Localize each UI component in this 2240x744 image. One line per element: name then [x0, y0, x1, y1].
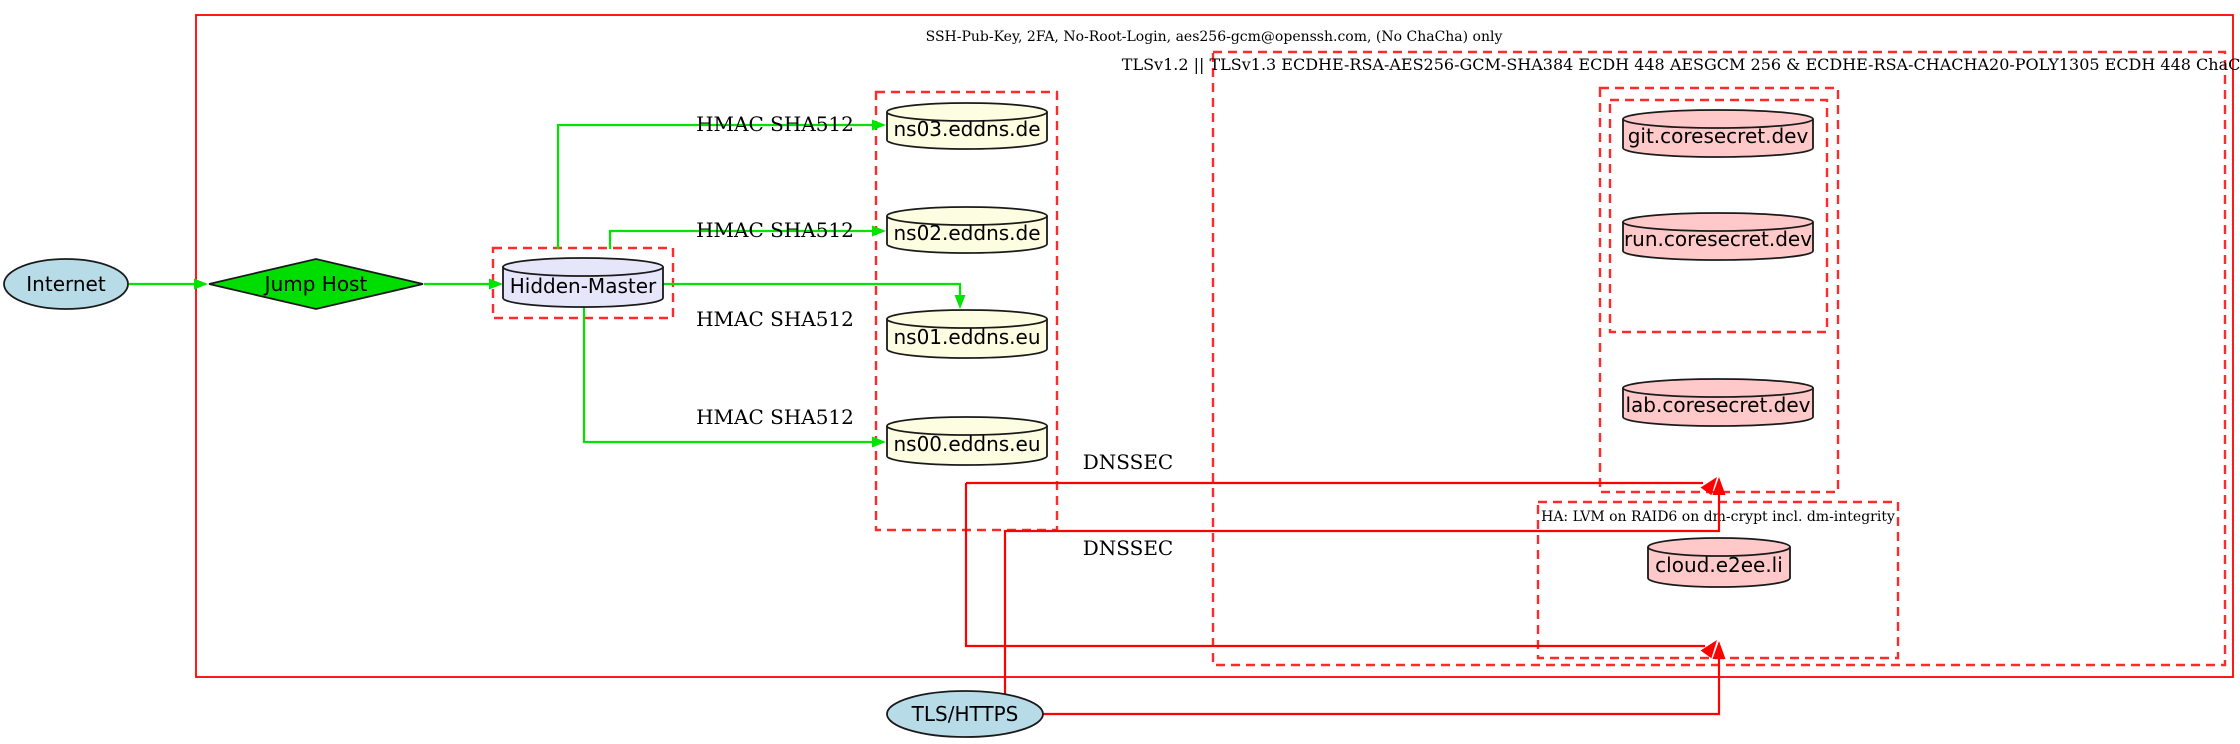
node-lab-label: lab.coresecret.dev: [1625, 393, 1810, 417]
edge-jumphost-hiddenmaster: [424, 278, 503, 290]
edge-hiddenmaster-ns00: [582, 306, 886, 448]
cylinder-lip: [1647, 546, 1791, 557]
edge-dnssec-1: [966, 477, 1717, 496]
cylinder-lip: [1622, 118, 1814, 129]
edge-label-dnssec-1: DNSSEC: [1083, 450, 1174, 474]
cylinder-lip: [1622, 387, 1814, 398]
cylinder-lip: [1622, 221, 1814, 232]
node-hidden-master: Hidden-Master: [502, 257, 664, 308]
edge-tlshttps-coresecret: [1003, 477, 1726, 694]
arrowhead-right-icon: [194, 278, 208, 290]
cluster-ssh: SSH-Pub-Key, 2FA, No-Root-Login, aes256-…: [195, 14, 2234, 678]
node-run: run.coresecret.dev: [1622, 212, 1814, 261]
cluster-coresecret-outer-border: [1598, 86, 1840, 494]
node-ns02-label: ns02.eddns.de: [893, 221, 1040, 245]
node-hidden-master-label: Hidden-Master: [510, 274, 657, 298]
node-cloud-label: cloud.e2ee.li: [1655, 553, 1783, 577]
edge-label-hmac-1: HMAC SHA512: [696, 112, 854, 136]
cylinder-lip: [502, 266, 664, 277]
arrowhead-right-icon: [872, 436, 886, 448]
edge-label-hmac-2: HMAC SHA512: [696, 218, 854, 242]
arrowhead-up-right-icon: [1700, 640, 1717, 659]
edge-label-hmac-3: HMAC SHA512: [696, 307, 854, 331]
cluster-tls-label: TLSv1.2 || TLSv1.3 ECDHE-RSA-AES256-GCM-…: [1122, 55, 2240, 74]
cluster-ssh-label: SSH-Pub-Key, 2FA, No-Root-Login, aes256-…: [926, 29, 1503, 45]
cluster-coresecret-inner-border: [1608, 98, 1829, 334]
cylinder-lip: [886, 111, 1048, 122]
cylinder-lip: [886, 318, 1048, 329]
edge-hiddenmaster-ns02: [608, 225, 886, 249]
arrowhead-up-icon: [1712, 477, 1726, 495]
node-tls-https: TLS/HTTPS: [886, 690, 1044, 738]
edge-label-hmac-4: HMAC SHA512: [696, 405, 854, 429]
arrowhead-up-right-icon: [1700, 477, 1717, 496]
edge-dnssec-2: [964, 483, 1717, 659]
node-ns02: ns02.eddns.de: [886, 206, 1048, 254]
arrowhead-right-icon: [489, 278, 503, 290]
edge-hiddenmaster-ns03: [556, 119, 886, 249]
node-ns03: ns03.eddns.de: [886, 102, 1048, 150]
node-run-label: run.coresecret.dev: [1624, 227, 1812, 251]
node-ns00: ns00.eddns.eu: [886, 416, 1048, 466]
node-ns01-label: ns01.eddns.eu: [893, 325, 1040, 349]
node-ns01: ns01.eddns.eu: [886, 309, 1048, 359]
edge-internet-jumphost: [128, 278, 208, 290]
cylinder-lip: [886, 425, 1048, 436]
node-lab: lab.coresecret.dev: [1622, 378, 1814, 427]
arrowhead-right-icon: [872, 119, 886, 131]
node-tls-https-label: TLS/HTTPS: [911, 702, 1019, 726]
node-git: git.coresecret.dev: [1622, 109, 1814, 158]
edge-tlshttps-ha: [1043, 641, 1726, 716]
edge-label-dnssec-2: DNSSEC: [1083, 536, 1174, 560]
cylinder-lip: [886, 215, 1048, 226]
node-jump-host-label: Jump Host: [263, 272, 368, 296]
node-ns03-label: ns03.eddns.de: [893, 117, 1040, 141]
arrowhead-up-icon: [1712, 641, 1726, 659]
node-jump-host: Jump Host: [208, 258, 424, 310]
node-internet: Internet: [3, 258, 129, 310]
node-internet-label: Internet: [26, 272, 106, 296]
cluster-ssh-border: [195, 14, 2234, 678]
edge-hiddenmaster-ns01: [663, 282, 966, 309]
node-git-label: git.coresecret.dev: [1628, 124, 1809, 148]
arrowhead-right-icon: [872, 225, 886, 237]
node-cloud: cloud.e2ee.li: [1647, 537, 1791, 588]
node-ns00-label: ns00.eddns.eu: [893, 432, 1040, 456]
arrowhead-down-icon: [954, 295, 966, 309]
